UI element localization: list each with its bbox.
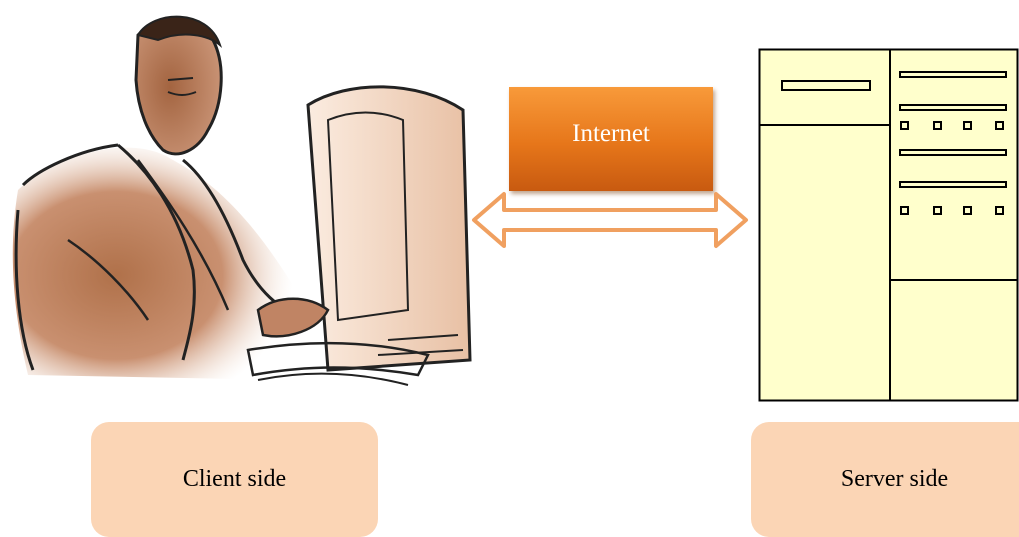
person-at-computer-icon <box>12 15 472 386</box>
client-side-box: Client side <box>91 422 378 537</box>
server-cabinet-icon <box>758 48 1019 402</box>
server-side-label: Server side <box>840 466 949 492</box>
server-side-box: Server side <box>751 422 1019 537</box>
double-arrow-icon <box>472 192 748 248</box>
client-side-label: Client side <box>182 466 287 492</box>
internet-label: Internet <box>572 120 650 147</box>
internet-box: Internet <box>509 87 713 191</box>
